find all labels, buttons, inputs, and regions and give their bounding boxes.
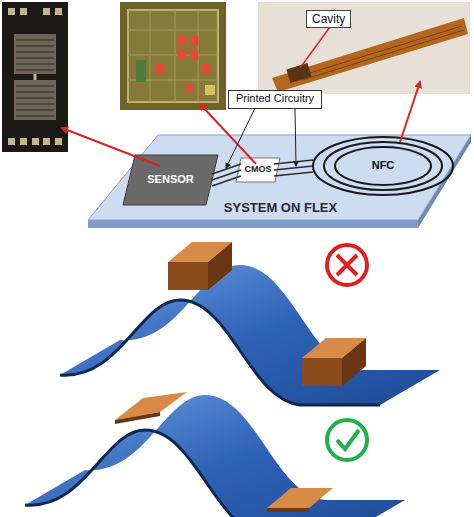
bent-flex-thin: [25, 392, 405, 517]
pointer-arrow: [400, 82, 420, 142]
leader-line: [295, 108, 296, 166]
callout-box-label: Printed Circuitry: [228, 92, 322, 104]
leader-line: [226, 108, 255, 168]
sensor-photo: [2, 2, 68, 152]
printed-trace: [274, 160, 313, 176]
callout-box: Printed Circuitry: [228, 90, 322, 109]
check-symbol: [327, 420, 367, 460]
flex-photo: [258, 2, 470, 94]
nfc-coil-label: NFC: [308, 159, 458, 171]
flex-substrate: SYSTEM ON FLEXSENSORCMOSNFC: [88, 130, 473, 235]
printed-trace: [212, 164, 241, 186]
sensor-chip: SENSOR: [123, 155, 218, 205]
cmos-photo: [120, 2, 226, 110]
cmos-chip: CMOS: [236, 158, 280, 182]
bent-flex-thick: [60, 242, 440, 405]
callout-label: Cavity: [306, 10, 351, 28]
pointer-arrow: [200, 104, 256, 164]
cmos-chip-label: CMOS: [236, 164, 280, 174]
nfc-coil: NFC: [308, 134, 458, 198]
sensor-chip-label: SENSOR: [123, 173, 218, 185]
pointer-arrow: [62, 128, 160, 166]
